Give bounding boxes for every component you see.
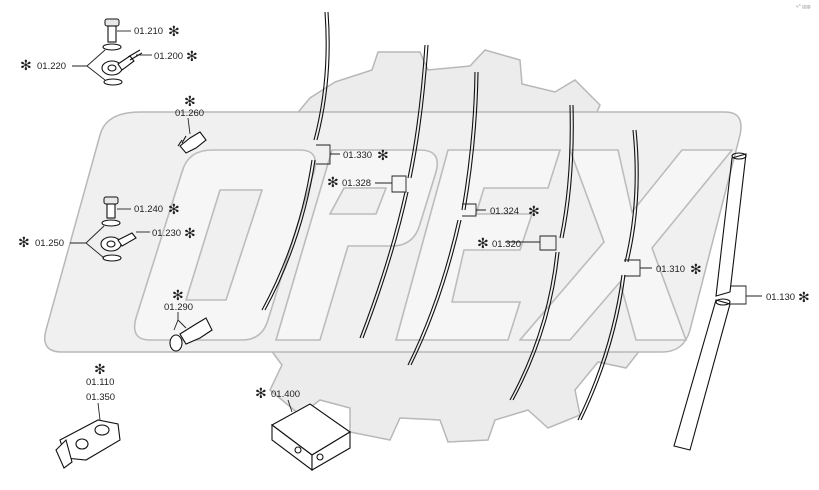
star-01290: ✻ [172, 288, 184, 304]
fitting-01290 [169, 317, 213, 352]
fitting-01260 [177, 131, 207, 154]
star-01250: ✻ [18, 235, 30, 251]
callout-01400: 01.400 [271, 389, 300, 400]
banjo-assembly-upper [101, 18, 143, 86]
star-01200: ✻ [186, 49, 198, 65]
star-01220: ✻ [20, 58, 32, 74]
callout-01330: 01.330 [343, 150, 372, 161]
star-01400: ✻ [255, 386, 267, 402]
valve-body [55, 419, 121, 469]
opex-watermark [44, 49, 742, 443]
callout-01324: 01.324 [490, 206, 519, 217]
leader-lines [70, 30, 762, 421]
watermark-letters [133, 149, 734, 341]
callout-01328: 01.328 [342, 178, 371, 189]
callout-01130: 01.130 [766, 292, 795, 303]
star-01330: ✻ [377, 148, 389, 164]
control-block [270, 403, 352, 472]
callout-01260: 01.260 [175, 108, 204, 119]
star-01328: ✻ [327, 175, 339, 191]
star-01130: ✻ [798, 290, 810, 306]
callout-01200: 01.200 [154, 51, 183, 62]
banjo-assembly-lower [100, 196, 137, 262]
callout-01240: 01.240 [134, 204, 163, 215]
hose-lines [261, 11, 747, 451]
star-01210: ✻ [168, 24, 180, 40]
callout-01290: 01.290 [164, 302, 193, 313]
callout-01310: 01.310 [656, 264, 685, 275]
star-01260: ✻ [184, 94, 196, 110]
star-01230: ✻ [184, 226, 196, 242]
corner-code: «° ggg [796, 4, 811, 10]
callout-01230: 01.230 [152, 228, 181, 239]
star-01320: ✻ [477, 236, 489, 252]
star-01310: ✻ [690, 262, 702, 278]
callout-labels: 01.210 ✻ 01.200 ✻ ✻ 01.220 ✻ 01.260 01.2… [18, 4, 811, 403]
callout-01350: 01.350 [86, 392, 115, 403]
star-01240: ✻ [168, 202, 180, 218]
star-01110: ✻ [94, 362, 106, 378]
callout-01110: 01.110 [86, 377, 114, 388]
callout-01220: 01.220 [37, 61, 66, 72]
callout-01210: 01.210 [134, 26, 163, 37]
callout-01250: 01.250 [35, 238, 64, 249]
star-01324: ✻ [528, 204, 540, 220]
callout-01320: 01.320 [492, 239, 521, 250]
